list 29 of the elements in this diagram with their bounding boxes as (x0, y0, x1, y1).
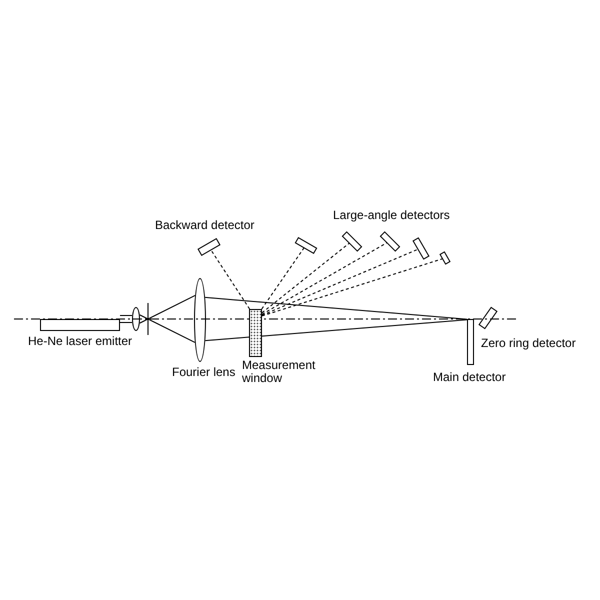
component-label: Zero ring detector (481, 337, 576, 350)
detector (294, 236, 318, 254)
detector (380, 230, 400, 252)
component-label: Fourier lens (172, 366, 236, 379)
detector (197, 238, 221, 256)
fourier-lens (194, 278, 206, 362)
detector (439, 251, 451, 265)
scattered-light-ray (262, 258, 443, 316)
group-label: Large-angle detectors (333, 209, 450, 222)
scattered-light-ray (262, 248, 418, 316)
light-ray (139, 294, 196, 324)
light-ray (204, 319, 468, 342)
light-ray (139, 314, 196, 343)
light-ray (204, 296, 468, 320)
collimating-lens (132, 307, 140, 331)
scattered-light-ray (261, 247, 304, 310)
scattered-light-ray (210, 250, 250, 310)
component-label: Measurement window (242, 359, 316, 385)
laser-emitter (40, 319, 120, 331)
detector (478, 306, 498, 330)
measurement-window (249, 309, 262, 357)
scattered-light-ray (262, 242, 350, 314)
component-label: Backward detector (155, 219, 254, 232)
scattered-light-ray (262, 242, 388, 315)
component-label: Main detector (433, 371, 506, 384)
detector (412, 236, 430, 260)
main-detector (467, 319, 474, 365)
component-label: He-Ne laser emitter (28, 335, 132, 348)
detector (342, 230, 362, 252)
